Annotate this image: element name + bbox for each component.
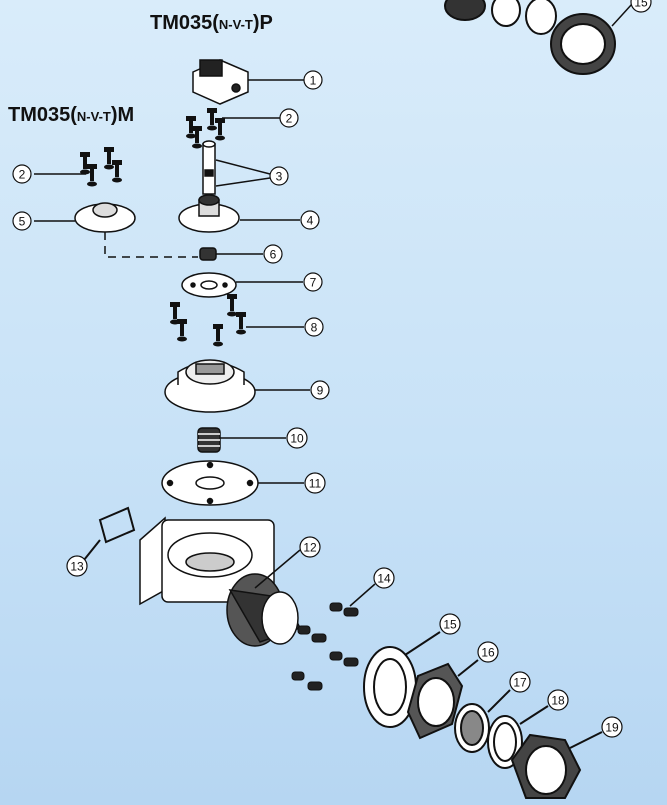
callout-3: 3 bbox=[269, 166, 289, 186]
svg-text:9: 9 bbox=[317, 384, 324, 398]
callout-16: 16 bbox=[477, 641, 499, 663]
union-nut-part bbox=[510, 731, 603, 799]
svg-text:16: 16 bbox=[481, 646, 495, 660]
callout-15-top: 15 bbox=[630, 0, 652, 13]
svg-text:17: 17 bbox=[513, 676, 527, 690]
title-p-model: TM035(N-V-T)P bbox=[150, 12, 273, 35]
svg-text:4: 4 bbox=[307, 214, 314, 228]
callout-6: 6 bbox=[263, 244, 283, 264]
valve-body-part bbox=[139, 516, 302, 647]
diaphragm-part bbox=[161, 460, 304, 506]
callout-11: 11 bbox=[304, 472, 326, 494]
svg-text:3: 3 bbox=[276, 170, 283, 184]
hex-nut-part bbox=[406, 659, 479, 740]
pilot-plate-part bbox=[181, 272, 303, 298]
title-m-prefix: TM035( bbox=[8, 104, 77, 126]
screws-body bbox=[170, 294, 304, 347]
svg-text:11: 11 bbox=[309, 477, 322, 491]
screws-m bbox=[34, 147, 122, 187]
callout-9: 9 bbox=[310, 380, 330, 400]
svg-text:2: 2 bbox=[19, 168, 26, 182]
washer-part bbox=[363, 631, 441, 728]
callout-2-m: 2 bbox=[12, 164, 32, 184]
svg-text:6: 6 bbox=[270, 248, 277, 262]
ring-part bbox=[454, 689, 511, 753]
small-nut-part bbox=[199, 247, 263, 261]
svg-text:1: 1 bbox=[310, 74, 317, 88]
callout-5: 5 bbox=[12, 211, 32, 231]
svg-text:8: 8 bbox=[311, 321, 318, 335]
title-m-model: TM035(N-V-T)M bbox=[8, 104, 134, 127]
cover-m-part bbox=[34, 202, 198, 258]
svg-text:18: 18 bbox=[551, 694, 565, 708]
title-p-prefix: TM035( bbox=[150, 12, 219, 34]
callout-17: 17 bbox=[509, 671, 531, 693]
svg-text:13: 13 bbox=[70, 560, 84, 574]
svg-text:10: 10 bbox=[290, 432, 304, 446]
title-m-mid: N-V-T bbox=[76, 109, 111, 124]
callout-12: 12 bbox=[299, 536, 321, 558]
svg-text:19: 19 bbox=[605, 721, 619, 735]
callout-10: 10 bbox=[286, 427, 308, 449]
title-p-suffix: )P bbox=[252, 12, 273, 34]
svg-text:12: 12 bbox=[303, 541, 317, 555]
top-cropped-parts bbox=[444, 0, 633, 75]
title-p-mid: N-V-T bbox=[218, 17, 253, 32]
callout-2-p: 2 bbox=[279, 108, 299, 128]
cover-p-part bbox=[178, 194, 300, 233]
bonnet-part bbox=[164, 359, 310, 413]
svg-text:15: 15 bbox=[443, 618, 457, 632]
screws-p bbox=[186, 108, 280, 149]
callout-4: 4 bbox=[300, 210, 320, 230]
callouts: 1 2 2 3 4 5 6 7 8 9 10 11 12 13 14 15 16… bbox=[12, 0, 652, 738]
svg-text:7: 7 bbox=[310, 276, 317, 290]
svg-text:14: 14 bbox=[377, 572, 391, 586]
callout-7: 7 bbox=[303, 272, 323, 292]
screws-outlet bbox=[291, 583, 376, 691]
callout-14: 14 bbox=[373, 567, 395, 589]
svg-text:5: 5 bbox=[19, 215, 26, 229]
callout-1: 1 bbox=[303, 70, 323, 90]
plunger-part bbox=[202, 140, 271, 195]
callout-15: 15 bbox=[439, 613, 461, 635]
title-m-suffix: )M bbox=[110, 104, 135, 126]
callout-8: 8 bbox=[304, 317, 324, 337]
spring-part bbox=[197, 427, 286, 453]
solenoid-coil-part bbox=[192, 59, 304, 105]
callout-19: 19 bbox=[601, 716, 623, 738]
gasket-part bbox=[83, 506, 136, 561]
callout-13: 13 bbox=[66, 555, 88, 577]
svg-text:2: 2 bbox=[286, 112, 293, 126]
ring-outlet-part bbox=[487, 705, 549, 769]
svg-text:15: 15 bbox=[634, 0, 648, 10]
callout-18: 18 bbox=[547, 689, 569, 711]
